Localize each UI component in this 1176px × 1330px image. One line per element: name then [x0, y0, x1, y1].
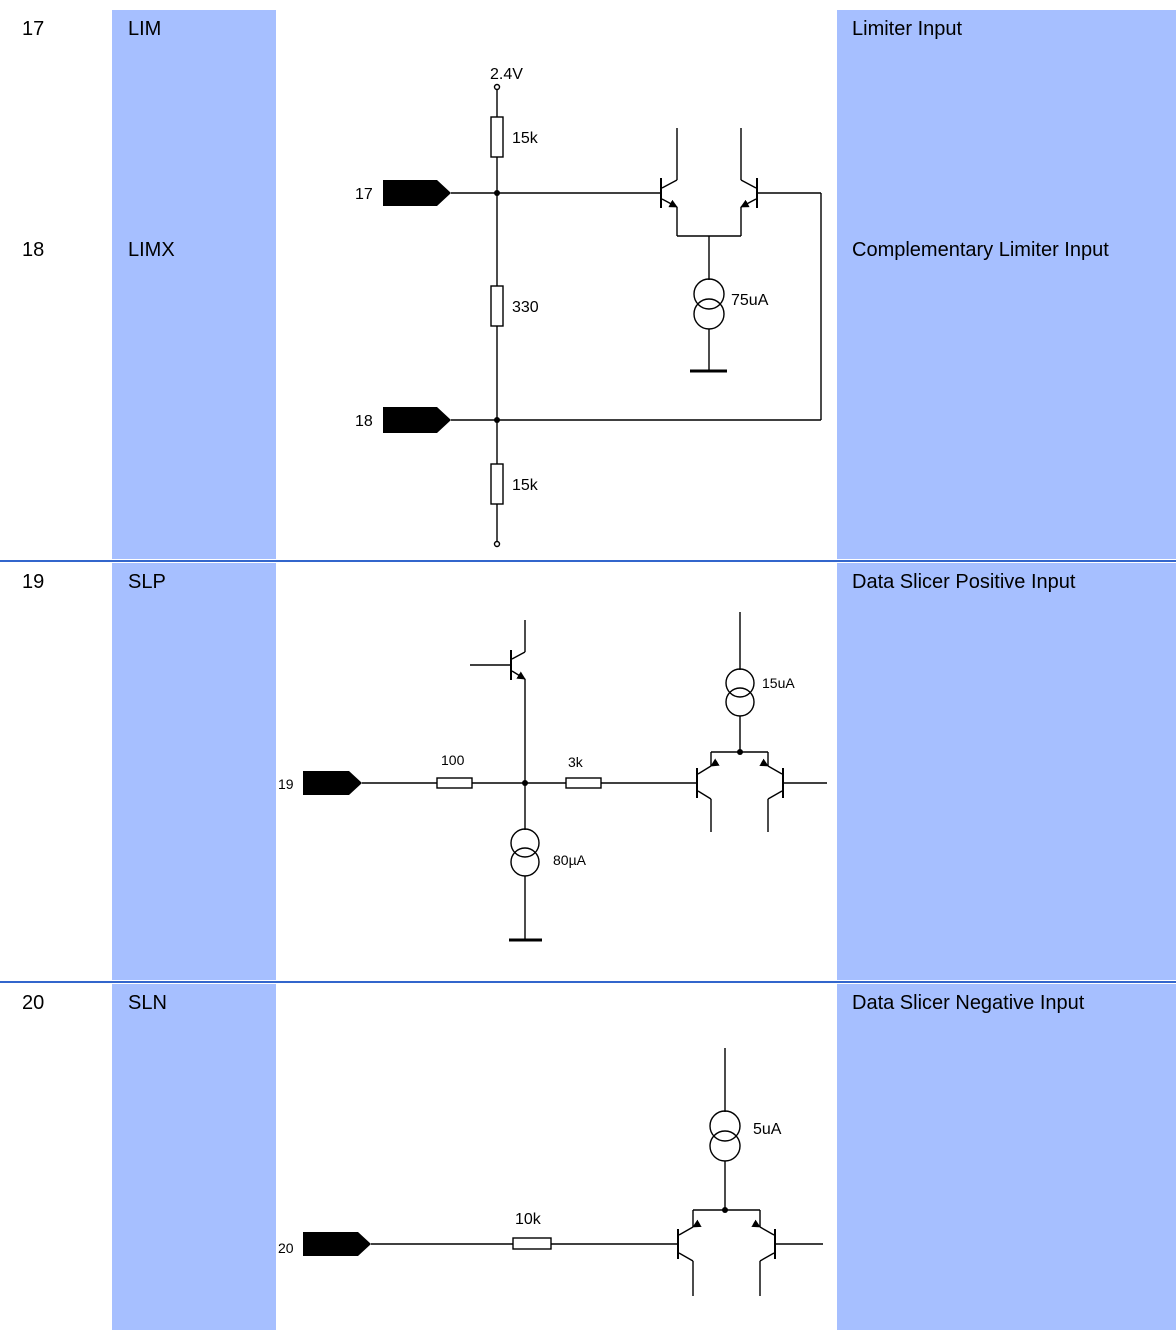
pin-number: 17 — [22, 18, 45, 40]
resistor-icon — [490, 463, 504, 505]
current-source-icon — [725, 668, 755, 698]
pin-connector-icon — [383, 407, 451, 433]
pin-description: Limiter Input — [852, 18, 963, 40]
current-label: 80µA — [553, 852, 587, 868]
pin-name: LIM — [128, 18, 162, 40]
resistor-icon — [490, 285, 504, 327]
resistor-label: 15k — [512, 130, 539, 147]
pin-description: Data Slicer Positive Input — [852, 571, 1076, 593]
resistor-icon — [436, 777, 473, 789]
current-label: 5uA — [753, 1121, 782, 1138]
pin-number: 18 — [22, 239, 45, 261]
resistor-label: 3k — [568, 754, 584, 770]
resistor-label: 10k — [515, 1211, 542, 1228]
pin-number: 19 — [22, 571, 45, 593]
supply-label: 2.4V — [490, 66, 523, 83]
pin-name: SLN — [128, 992, 167, 1014]
name-column-background — [112, 563, 276, 980]
pin-name: SLP — [128, 571, 166, 593]
description-column-background — [837, 563, 1176, 980]
pin-description: Data Slicer Negative Input — [852, 992, 1085, 1014]
pin-label: 19 — [278, 776, 294, 792]
resistor-label: 15k — [512, 477, 539, 494]
pin-label: 20 — [278, 1240, 294, 1256]
resistor-icon — [565, 777, 602, 789]
row-divider — [0, 560, 1176, 562]
resistor-icon — [490, 116, 504, 158]
pin-connector-icon — [383, 180, 451, 206]
current-label: 15uA — [762, 675, 795, 691]
pin-description: Complementary Limiter Input — [852, 239, 1109, 261]
current-source-icon — [510, 828, 540, 858]
name-column-background — [112, 984, 276, 1330]
description-column-background — [837, 10, 1176, 559]
pin-label: 18 — [355, 413, 373, 430]
description-column-background — [837, 984, 1176, 1330]
current-source-icon — [693, 278, 725, 310]
slicer-negative-schematic: 20 10k 5uA — [278, 1048, 823, 1296]
row-divider — [0, 981, 1176, 983]
pin-connector-icon — [303, 1232, 371, 1256]
slicer-positive-schematic: 19 100 3k 80µA 15uA — [278, 612, 827, 942]
current-label: 75uA — [731, 292, 769, 309]
resistor-icon — [512, 1237, 552, 1250]
limiter-input-schematic: 2.4V 15k 330 15k 17 18 — [355, 66, 822, 548]
resistor-label: 100 — [441, 752, 465, 768]
terminal-icon — [493, 540, 501, 548]
pin-label: 17 — [355, 186, 373, 203]
name-column-background — [112, 10, 276, 559]
pin-number: 20 — [22, 992, 45, 1014]
resistor-label: 330 — [512, 299, 539, 316]
pin-name: LIMX — [128, 239, 175, 261]
current-source-icon — [709, 1110, 741, 1142]
pin-connector-icon — [303, 771, 362, 795]
supply-terminal-icon — [493, 83, 501, 91]
